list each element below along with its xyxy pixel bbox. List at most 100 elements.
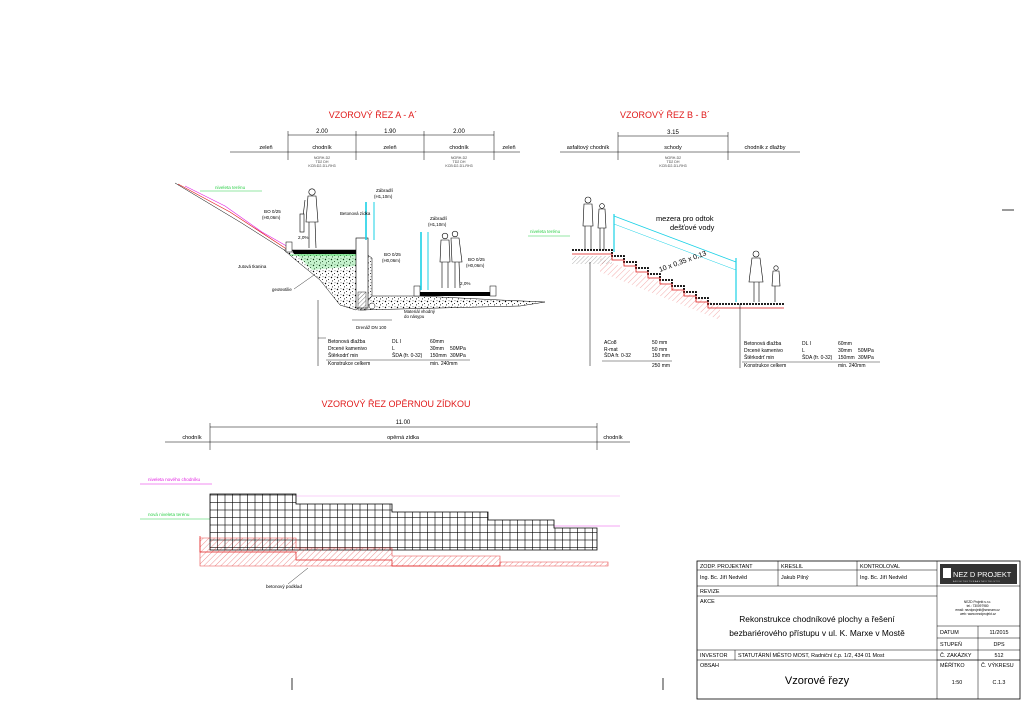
aa-drenaz: Drenáž DN 100 — [356, 325, 387, 330]
aa-geotextilie: geotextilie — [272, 287, 292, 292]
tb-zodp-label: ZODP. PROJEKTANT — [700, 564, 753, 570]
aa-layer-name-1: Drcené kamenivo — [328, 346, 367, 352]
aa-bo-left-h: (H0,06m) — [262, 215, 281, 220]
aa-bo-mid: BO 0/25 — [384, 252, 401, 257]
section-bb-title: VZOROVÝ ŘEZ B - B´ — [620, 110, 710, 120]
aa-dim-1: 2.00 — [316, 129, 328, 135]
bb-right-layer-code-2: ŠDA (fr. 0-32) — [802, 354, 833, 361]
aa-band-zelen-1: zeleň — [259, 145, 272, 151]
tb-akce-line2: bezbariérového přístupu v ul. K. Marxe v… — [729, 628, 905, 638]
tb-company-info: NEZD Projekt s.r.o. tel.: 730097980 emai… — [955, 600, 1000, 616]
wall-blocks — [209, 493, 598, 551]
aa-material: Materiál vhodný — [404, 309, 436, 314]
tb-company: NEZ D PROJEKT — [953, 570, 1012, 579]
bb-right-layer-name-2: Štěrkodrť min — [744, 354, 774, 361]
tb-obsah-label: OBSAH — [700, 663, 719, 669]
tb-akce-label: AKCE — [700, 599, 715, 605]
tb-datum: 11/2015 — [989, 630, 1008, 636]
bb-right-layer-thick-0: 60mm — [838, 341, 852, 347]
wall-band-zidka: opěrná zídka — [387, 435, 420, 441]
aa-material-2: do násypu — [404, 314, 425, 319]
tb-zakazka-label: Č. ZAKÁZKY — [940, 652, 972, 659]
aa-dim-2: 1.90 — [384, 129, 396, 135]
aa-layer-thick-0: 60mm — [430, 339, 444, 345]
tb-datum-label: DATUM — [940, 630, 959, 636]
bb-left-layer-3-thick: 250 mm — [652, 363, 670, 369]
bb-right-layer-name-0: Betonová dlažba — [744, 341, 781, 347]
aa-niveleta-label: niveleta terénu — [215, 185, 246, 190]
bb-mezera: mezera pro odtok — [656, 214, 714, 223]
bb-left-layer-0: ACo8 — [604, 340, 617, 346]
aa-betonova-zidka: Betonová zídka — [340, 211, 371, 216]
section-aa: VZOROVÝ ŘEZ A - A´ 2.00 1.90 2.00 zeleň … — [174, 110, 546, 367]
wall-band-chodnik-2: chodník — [603, 435, 623, 441]
aa-people-pair — [439, 230, 463, 289]
aa-band-chodnik-2: chodník — [449, 145, 469, 151]
aa-band-zelen-2: zeleň — [383, 145, 396, 151]
aa-zabradli-2: Zábradlí — [430, 216, 448, 221]
bb-left-layer-1: R-mat — [604, 347, 618, 353]
bb-right-layer-code-1: L — [802, 348, 805, 354]
bb-stairs-dim: 10 x 0,35 x 0,13 — [658, 250, 707, 274]
aa-layer-name-2: Štěrkodrť min — [328, 352, 358, 359]
aa-dim-3: 2.00 — [453, 129, 465, 135]
wall-band-chodnik-1: chodník — [182, 435, 202, 441]
bb-right-layer-thick-2: 150mm — [838, 355, 855, 361]
section-aa-title: VZOROVÝ ŘEZ A - A´ — [329, 110, 418, 120]
aa-layer-thick-1: 30mm — [430, 346, 444, 352]
tb-kreslil: Jakub Pilný — [781, 575, 809, 581]
tb-akce-line1: Rekonstrukce chodníkové plochy a řešení — [739, 614, 895, 624]
wall-base — [199, 537, 609, 567]
aa-bo-mid-h: (H0,06m) — [382, 258, 401, 263]
bb-left-layer-2: ŠDA fr. 0-32 — [604, 352, 631, 359]
wall-niveleta-new: niveleta nového chodníku — [148, 477, 201, 482]
bb-mezera-2: dešťové vody — [670, 223, 715, 232]
tb-meritko: 1:50 — [952, 680, 963, 686]
aa-layer-thick-2: 150mm — [430, 353, 447, 359]
bb-band-schody: schody — [664, 145, 682, 151]
bb-right-layer-mod-1: 50MPa — [858, 348, 874, 354]
bb-people — [582, 196, 781, 302]
bb-right-layer-mod-2: 30MPa — [858, 355, 874, 361]
section-wall-title: VZOROVÝ ŘEZ OPĚRNOU ZÍDKOU — [321, 399, 470, 409]
tb-kontroloval-label: KONTROLOVAL — [860, 564, 900, 570]
tb-stupen: DPS — [993, 642, 1004, 648]
aa-bo-right: BO 0/25 — [468, 257, 485, 262]
tb-kreslil-label: KRESLIL — [781, 564, 803, 570]
aa-bo-right-h: (H0,06m) — [466, 263, 485, 268]
tb-vykres: C.1.3 — [993, 680, 1006, 686]
bb-niveleta: niveleta terénu — [530, 229, 561, 234]
aa-layers: Betonová dlažba DL I 60mm Drcené kameniv… — [326, 339, 470, 367]
section-wall: VZOROVÝ ŘEZ OPĚRNOU ZÍDKOU 11.00 chodník… — [140, 399, 630, 589]
tb-company-sub: A R C H I T E K T U R A A S T A V I T E … — [953, 580, 1000, 583]
aa-layer-code-2: ŠDA (fr. 0-32) — [392, 352, 423, 359]
aa-jutova: Jutová tkanina — [238, 264, 267, 269]
aa-slope-right: 2,0% — [460, 281, 470, 286]
aa-zabradli-1-h: (H1,10m) — [374, 194, 393, 199]
title-block: ZODP. PROJEKTANT KRESLIL KONTROLOVAL Ing… — [696, 560, 1021, 700]
section-bb: VZOROVÝ ŘEZ B - B´ 3.15 asfaltový chodní… — [528, 110, 880, 369]
aa-person-figure — [299, 188, 319, 249]
bb-left-layer-0-thick: 50 mm — [652, 340, 667, 346]
tb-zodp: Ing. Bc. Jiří Nedvěd — [700, 575, 747, 581]
aa-layer-name-3: Konstrukce celkem — [328, 361, 370, 367]
wall-niveleta-terrain: nová niveleta terénu — [148, 512, 190, 517]
bb-right-layer-name-1: Drcené kamenivo — [744, 348, 783, 354]
bb-left-layer-1-thick: 50 mm — [652, 347, 667, 353]
company-logo — [940, 564, 1017, 584]
bb-right-layer-thick-1: 30mm — [838, 348, 852, 354]
tb-investor-label: INVESTOR — [700, 653, 728, 659]
tb-stupen-label: STUPEŇ — [940, 641, 962, 648]
bb-staircase — [572, 249, 784, 320]
aa-zabradli-2-h: (H1,10m) — [428, 222, 447, 227]
tb-vykres-label: Č. VÝKRESU — [981, 662, 1014, 669]
tb-zakazka: 512 — [995, 653, 1004, 659]
aa-layer-code-0: DL I — [392, 339, 401, 345]
bb-left-layer-2-thick: 150 mm — [652, 353, 670, 359]
aa-zabradli-1: Zábradlí — [376, 188, 394, 193]
tb-investor: STATUTÁRNÍ MĚSTO MOST, Radniční č.p. 1/2… — [738, 651, 885, 659]
aa-bo-left: BO 0/25 — [264, 209, 281, 214]
